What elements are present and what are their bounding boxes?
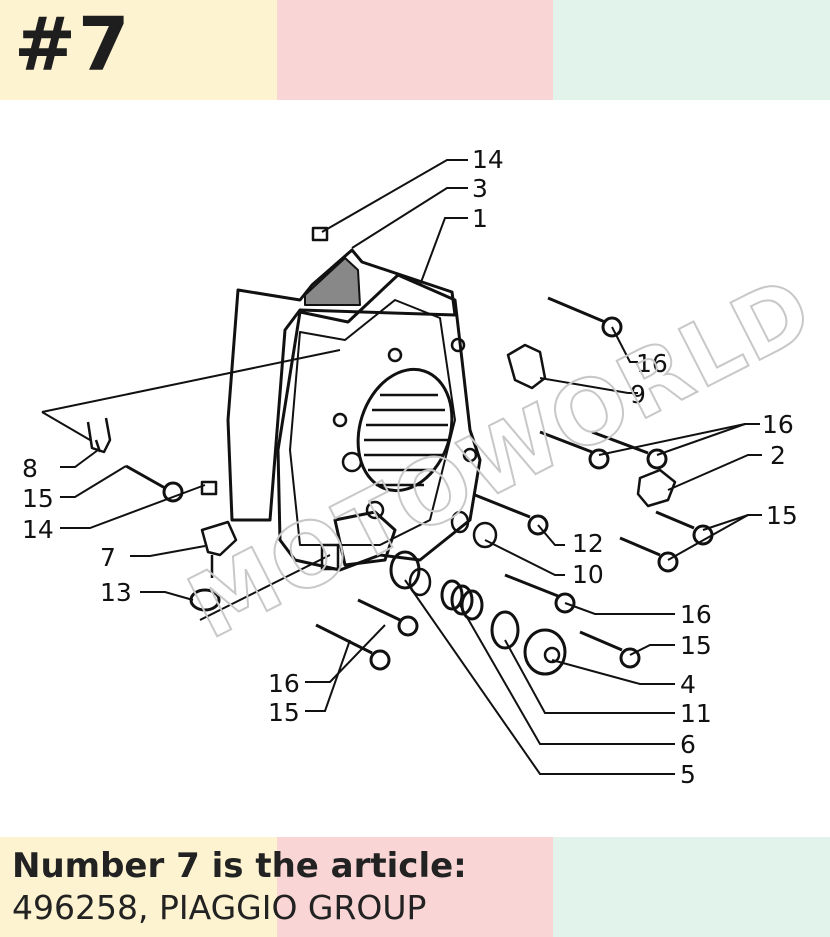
nut-14-top bbox=[311, 226, 329, 242]
callout-15-a: 15 bbox=[766, 501, 798, 530]
footer-color-band bbox=[0, 837, 830, 937]
callout-labels: 14 3 1 16 9 16 2 15 12 10 16 15 4 11 6 5… bbox=[22, 145, 798, 789]
band-pink bbox=[276, 0, 554, 100]
leader-lines bbox=[60, 159, 762, 775]
bolt-12 bbox=[474, 493, 549, 536]
callout-4: 4 bbox=[680, 670, 696, 699]
callout-16-d: 16 bbox=[268, 669, 300, 698]
bolt-15-long bbox=[619, 536, 679, 573]
callout-1: 1 bbox=[472, 204, 488, 233]
drain-boss bbox=[320, 543, 340, 571]
plug-12 bbox=[472, 521, 498, 549]
bolt-15-left bbox=[125, 464, 184, 503]
band-pink-bottom bbox=[276, 837, 554, 937]
bolt-15-lower bbox=[579, 630, 641, 669]
clip-8 bbox=[86, 417, 112, 454]
caption-heading: Number 7 is the article: bbox=[12, 846, 467, 886]
callout-15-c: 15 bbox=[22, 484, 54, 513]
guide-left bbox=[41, 349, 341, 413]
bolt-16-bottom bbox=[357, 598, 419, 637]
gasket-outline bbox=[226, 248, 457, 522]
callout-16-c: 16 bbox=[680, 600, 712, 629]
cover-vent bbox=[356, 367, 454, 493]
bolt-16-mid2 bbox=[591, 430, 668, 470]
watermark: MOTOWORLD bbox=[173, 256, 829, 658]
callout-15-d: 15 bbox=[268, 698, 300, 727]
part-number-title: #7 bbox=[14, 2, 132, 88]
band-mint bbox=[553, 0, 830, 100]
cover-inner-rim bbox=[289, 299, 456, 546]
guide-bottom bbox=[199, 554, 331, 621]
nut-14-left bbox=[200, 480, 218, 496]
callout-10: 10 bbox=[572, 560, 604, 589]
filter-6 bbox=[408, 567, 432, 597]
bolt-16-lower bbox=[504, 573, 576, 614]
exploded-parts-diagram: 14 3 1 16 9 16 2 15 12 10 16 15 4 11 6 5… bbox=[22, 145, 830, 789]
filter-housing bbox=[333, 510, 397, 567]
band-yellow bbox=[0, 0, 277, 100]
gasket-shaded-area bbox=[304, 257, 361, 306]
dipstick-7 bbox=[200, 520, 238, 578]
callout-9: 9 bbox=[630, 380, 646, 409]
callout-6: 6 bbox=[680, 730, 696, 759]
cover-body bbox=[276, 273, 482, 572]
oring-11 bbox=[490, 610, 520, 650]
cover-bosses bbox=[332, 337, 478, 520]
callout-13: 13 bbox=[100, 578, 132, 607]
plug-4-center bbox=[543, 646, 561, 664]
callout-8: 8 bbox=[22, 454, 38, 483]
band-mint-bottom bbox=[553, 837, 830, 937]
parts-drawing bbox=[41, 226, 714, 676]
callout-16-b: 16 bbox=[762, 410, 794, 439]
washer-10 bbox=[450, 510, 470, 534]
callout-2: 2 bbox=[770, 441, 786, 470]
article-caption: Number 7 is the article: 496258, PIAGGIO… bbox=[12, 845, 467, 929]
guide-left2 bbox=[41, 411, 91, 441]
callout-5: 5 bbox=[680, 760, 696, 789]
bolt-16-mid bbox=[539, 430, 610, 470]
header-color-band bbox=[0, 0, 830, 100]
callout-16-a: 16 bbox=[636, 349, 668, 378]
callout-15-b: 15 bbox=[680, 631, 712, 660]
callout-7: 7 bbox=[100, 543, 116, 572]
vent-slats bbox=[364, 393, 448, 487]
spring-6 bbox=[440, 579, 484, 621]
bolt-16-top bbox=[547, 296, 623, 338]
bracket-2 bbox=[636, 468, 677, 508]
callout-14-top: 14 bbox=[472, 145, 504, 174]
callout-14-left: 14 bbox=[22, 515, 54, 544]
caption-article: 496258, PIAGGIO GROUP bbox=[12, 888, 427, 927]
callout-3: 3 bbox=[472, 174, 488, 203]
callout-12: 12 bbox=[572, 529, 604, 558]
plug-4 bbox=[523, 628, 567, 676]
band-yellow-bottom bbox=[0, 837, 277, 937]
callout-11: 11 bbox=[680, 699, 712, 728]
